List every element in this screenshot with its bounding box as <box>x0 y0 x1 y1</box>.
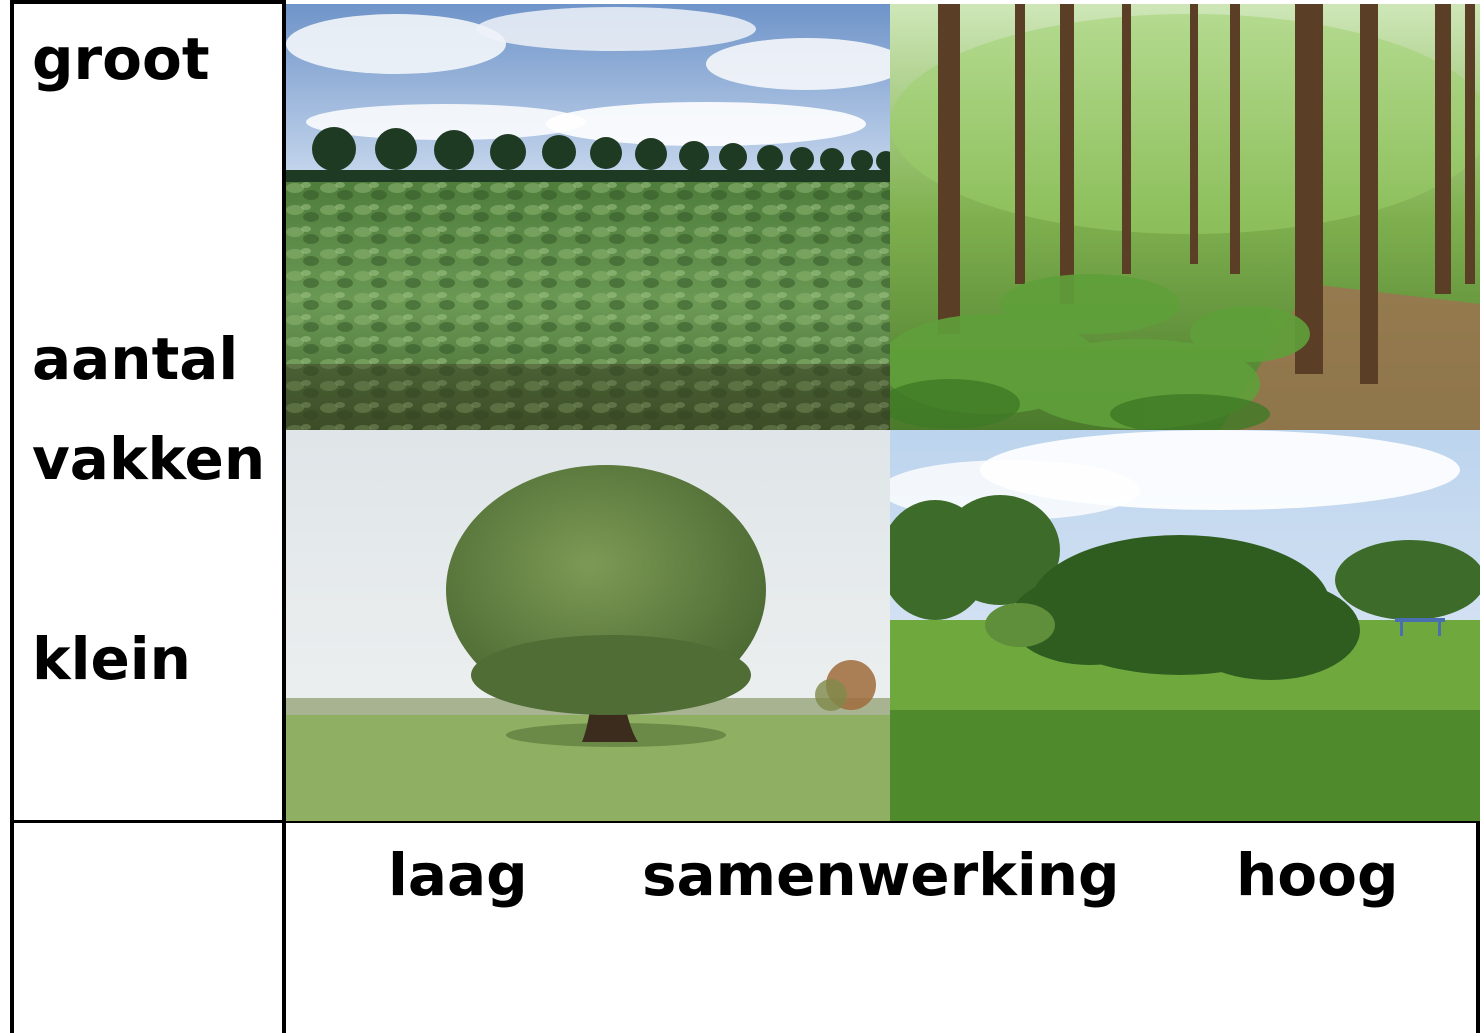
photo-crop-field <box>286 4 890 430</box>
frame-label-column-divider <box>282 0 286 1033</box>
y-axis-title-line1: aantal <box>32 325 239 393</box>
photo-park-shrubs <box>890 430 1480 821</box>
frame-bottom-row-divider <box>10 820 1480 823</box>
x-axis-left-label: laag <box>388 841 528 909</box>
frame-top-border <box>10 0 286 4</box>
frame-left-border <box>10 0 14 1033</box>
x-axis-title: samenwerking <box>642 841 1120 909</box>
x-axis-right-label: hoog <box>1236 841 1399 909</box>
y-axis-top-label: groot <box>32 25 210 93</box>
photo-forest <box>890 4 1480 430</box>
photo-single-tree <box>286 430 890 821</box>
y-axis-bottom-label: klein <box>32 625 191 693</box>
y-axis-title-line2: vakken <box>32 425 266 493</box>
frame-right-border <box>1476 820 1480 1033</box>
